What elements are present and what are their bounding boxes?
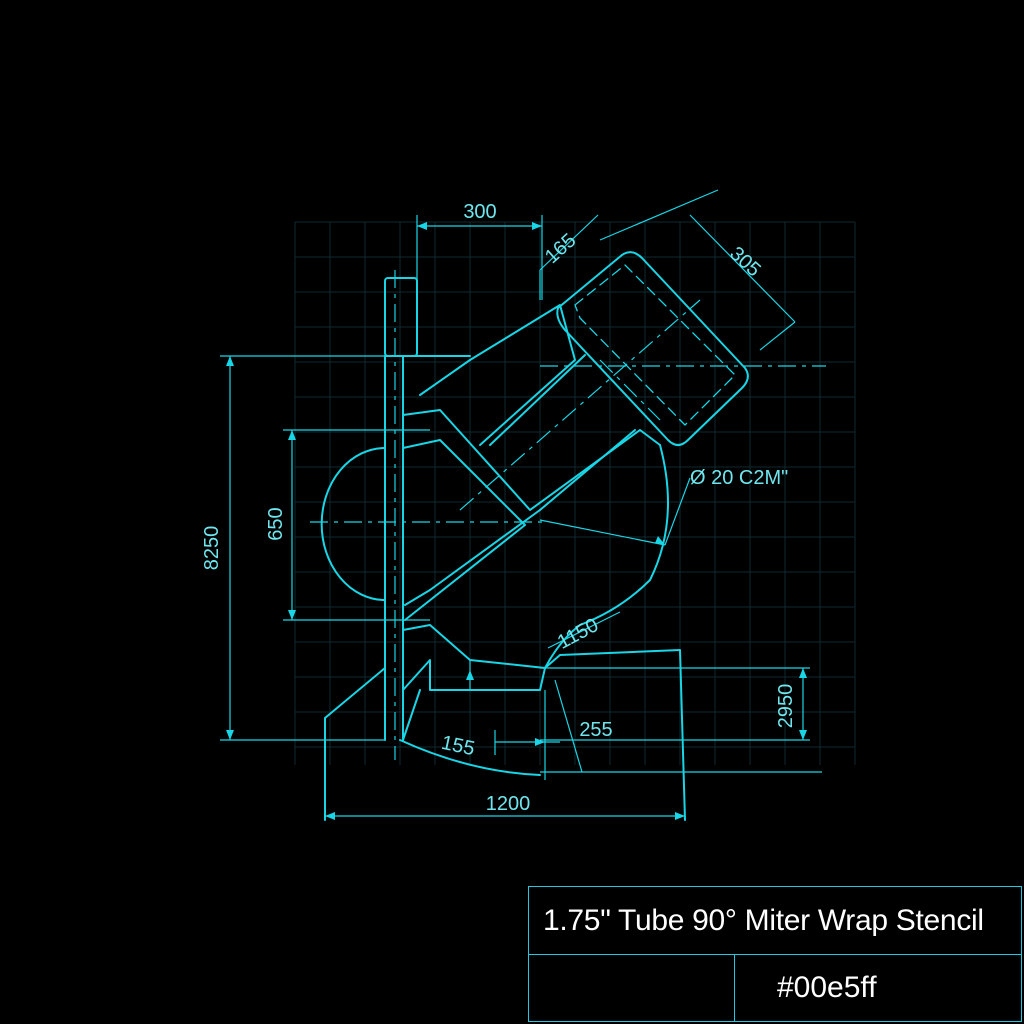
half-circle-profile (320, 447, 386, 601)
dim-1150: 1150 (554, 614, 602, 654)
title-block: 1.75" Tube 90° Miter Wrap Stencil #00e5f… (528, 886, 1022, 1022)
center-line-diagonal-2 (599, 359, 661, 421)
drawing-title: 1.75" Tube 90° Miter Wrap Stencil (543, 903, 984, 937)
dim-8250: 8250 (201, 526, 223, 571)
dim-255: 255 (579, 719, 612, 741)
dim-1200: 1200 (486, 793, 531, 815)
miter-end-box (556, 251, 749, 446)
dim-650: 650 (265, 507, 287, 540)
base-plate (324, 649, 686, 821)
dim-diameter: Ø 20 C2M" (690, 467, 788, 489)
title-block-empty-cell (529, 955, 735, 1021)
dim-300: 300 (463, 201, 496, 223)
angled-tube (402, 304, 669, 669)
center-line-diagonal (459, 299, 701, 511)
color-code: #00e5ff (777, 971, 877, 1004)
background-grid (294, 221, 856, 765)
title-block-code-cell: #00e5ff (735, 955, 1021, 1021)
vertical-post (384, 277, 471, 741)
dim-2950: 2950 (775, 684, 797, 729)
dim-155: 155 (439, 732, 476, 760)
dim-305: 305 (725, 243, 765, 282)
title-row: 1.75" Tube 90° Miter Wrap Stencil (529, 887, 1021, 955)
